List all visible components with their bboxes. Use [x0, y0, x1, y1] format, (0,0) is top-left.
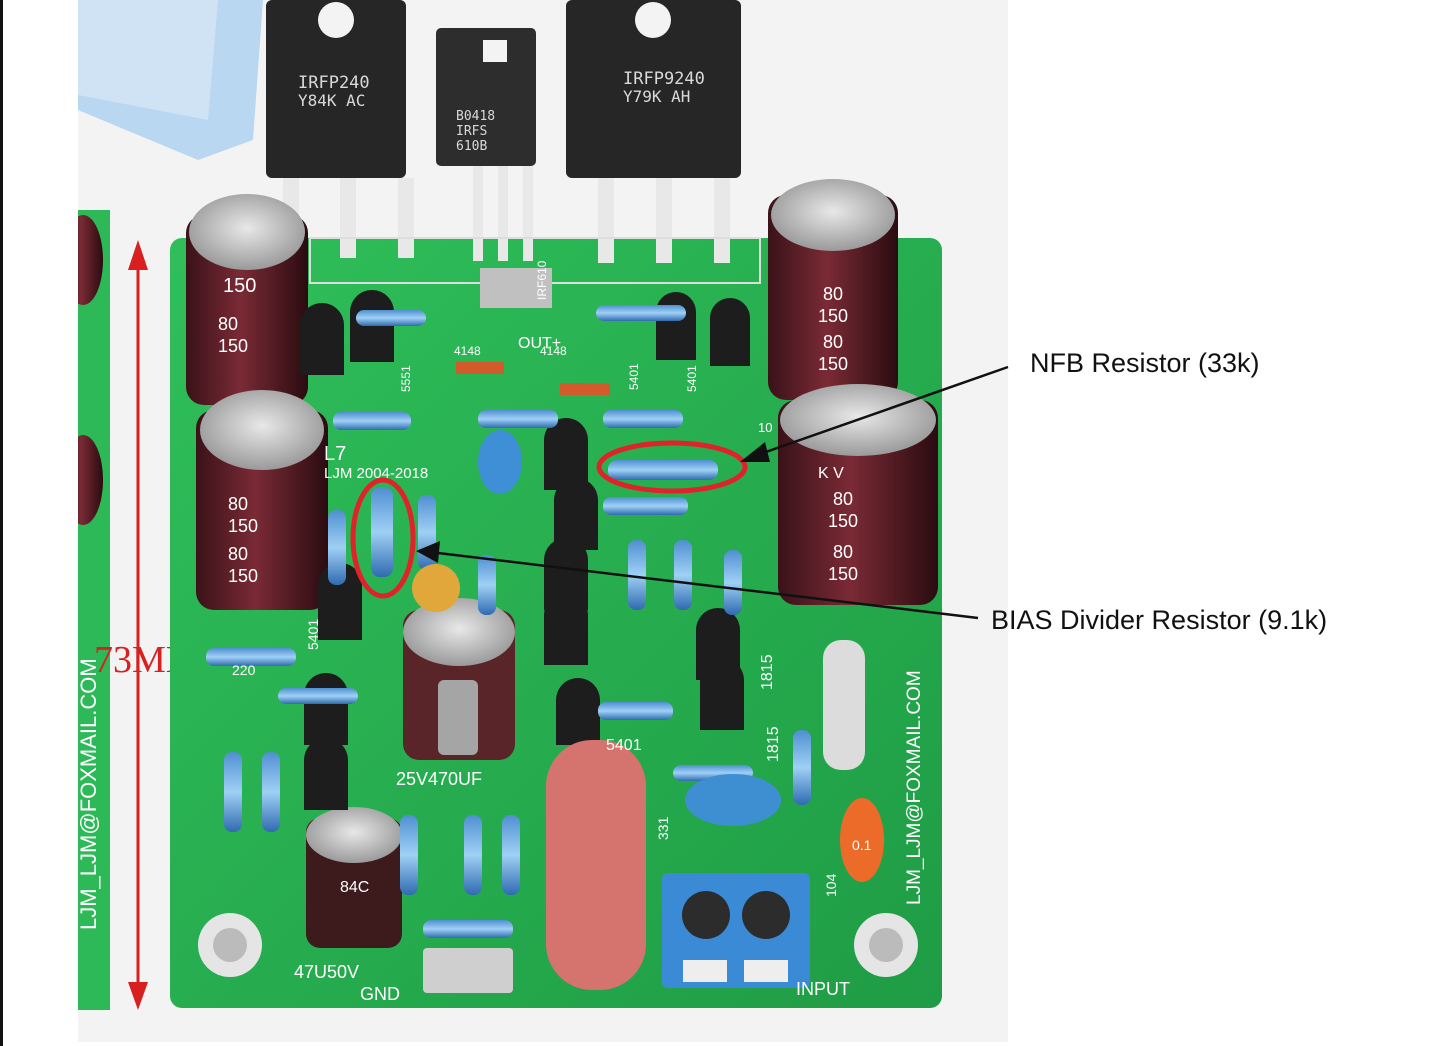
svg-text:Y84K AC: Y84K AC — [298, 91, 365, 110]
svg-text:5401: 5401 — [627, 363, 641, 390]
pcb-illustration: 73MM LJM_LJM@FOXMAIL.COM IRFP240 Y84K AC… — [78, 0, 942, 1010]
tantalum-capacitor — [412, 564, 460, 612]
capacitor-top-left: 150 80 150 — [186, 194, 308, 405]
transistor-irfs610: B0418 IRFS 610B — [436, 28, 536, 261]
capacitor-mid-left: 80 150 80 150 — [196, 390, 328, 610]
orange-capacitor — [840, 798, 884, 882]
left-border — [0, 0, 3, 1046]
cap-main-label: 25V470UF — [396, 769, 482, 789]
mounting-holes — [198, 913, 918, 977]
svg-text:10: 10 — [758, 420, 772, 435]
svg-text:80: 80 — [228, 494, 248, 514]
ceramic-capacitor-331 — [685, 774, 781, 826]
svg-text:150: 150 — [828, 511, 858, 531]
svg-text:5551: 5551 — [399, 365, 413, 392]
svg-text:150: 150 — [218, 336, 248, 356]
svg-text:610B: 610B — [456, 139, 487, 154]
svg-text:Y79K AH: Y79K AH — [623, 87, 690, 106]
svg-text:80: 80 — [218, 314, 238, 334]
capacitor-mid-right: K V 80 150 80 150 — [778, 384, 938, 605]
svg-text:B0418: B0418 — [456, 109, 495, 124]
svg-text:84C: 84C — [340, 879, 369, 896]
capacitor-top-right: 80 150 80 150 — [768, 179, 898, 400]
svg-text:150: 150 — [223, 275, 256, 297]
transistor-irfp9240: IRFP9240 Y79K AH — [566, 0, 741, 263]
svg-text:220: 220 — [232, 662, 256, 678]
pcb-photo: 73MM LJM_LJM@FOXMAIL.COM IRFP240 Y84K AC… — [78, 0, 1008, 1042]
svg-text:IRFS: IRFS — [456, 124, 487, 139]
svg-text:150: 150 — [828, 564, 858, 584]
svg-text:80: 80 — [823, 284, 843, 304]
left-board-email: LJM_LJM@FOXMAIL.COM — [78, 658, 101, 930]
svg-text:1815: 1815 — [759, 654, 776, 690]
input-terminal-block — [662, 873, 810, 988]
svg-text:IRF610: IRF610 — [535, 260, 549, 300]
nfb-resistor — [608, 460, 718, 480]
capacitor-47u50v: 84C — [306, 807, 402, 948]
gnd-tab — [423, 948, 513, 993]
power-resistor — [823, 640, 865, 770]
svg-text:4148: 4148 — [540, 344, 567, 358]
bias-resistor — [371, 487, 393, 577]
bias-resistor-label: BIAS Divider Resistor (9.1k) — [991, 605, 1328, 635]
svg-text:K V: K V — [818, 465, 844, 482]
cap-small-label: 47U50V — [294, 962, 359, 982]
left-partial-board — [78, 210, 110, 1010]
svg-text:80: 80 — [833, 542, 853, 562]
svg-text:5401: 5401 — [685, 365, 699, 392]
svg-text:80: 80 — [228, 544, 248, 564]
svg-text:150: 150 — [818, 354, 848, 374]
small-transistors — [300, 290, 750, 810]
svg-text:IRFP9240: IRFP9240 — [623, 69, 705, 89]
diode-2 — [560, 383, 610, 395]
svg-text:150: 150 — [228, 516, 258, 536]
svg-text:0.1: 0.1 — [852, 837, 872, 853]
svg-text:1815: 1815 — [765, 726, 782, 762]
out-plus-label: OUT+ — [518, 335, 561, 352]
svg-text:80: 80 — [823, 332, 843, 352]
svg-text:4148: 4148 — [454, 344, 481, 358]
input-label: INPUT — [796, 979, 850, 999]
film-capacitor — [546, 740, 646, 990]
ceramic-capacitor — [478, 430, 522, 494]
diode-1 — [456, 362, 504, 374]
svg-text:104: 104 — [823, 873, 839, 897]
svg-text:150: 150 — [228, 566, 258, 586]
svg-text:5401: 5401 — [305, 619, 321, 650]
svg-text:IRFP240: IRFP240 — [298, 73, 370, 93]
capacitor-25v470uf — [403, 598, 515, 760]
svg-text:331: 331 — [655, 816, 671, 840]
nfb-resistor-label: NFB Resistor (33k) — [1030, 348, 1260, 378]
svg-text:5401: 5401 — [606, 737, 642, 754]
svg-text:80: 80 — [833, 489, 853, 509]
board-copyright: LJM 2004-2018 — [324, 465, 428, 482]
board-email: LJM_LJM@FOXMAIL.COM — [904, 670, 925, 905]
board-model: L7 — [324, 443, 346, 465]
svg-text:150: 150 — [818, 306, 848, 326]
gnd-label: GND — [360, 984, 400, 1004]
